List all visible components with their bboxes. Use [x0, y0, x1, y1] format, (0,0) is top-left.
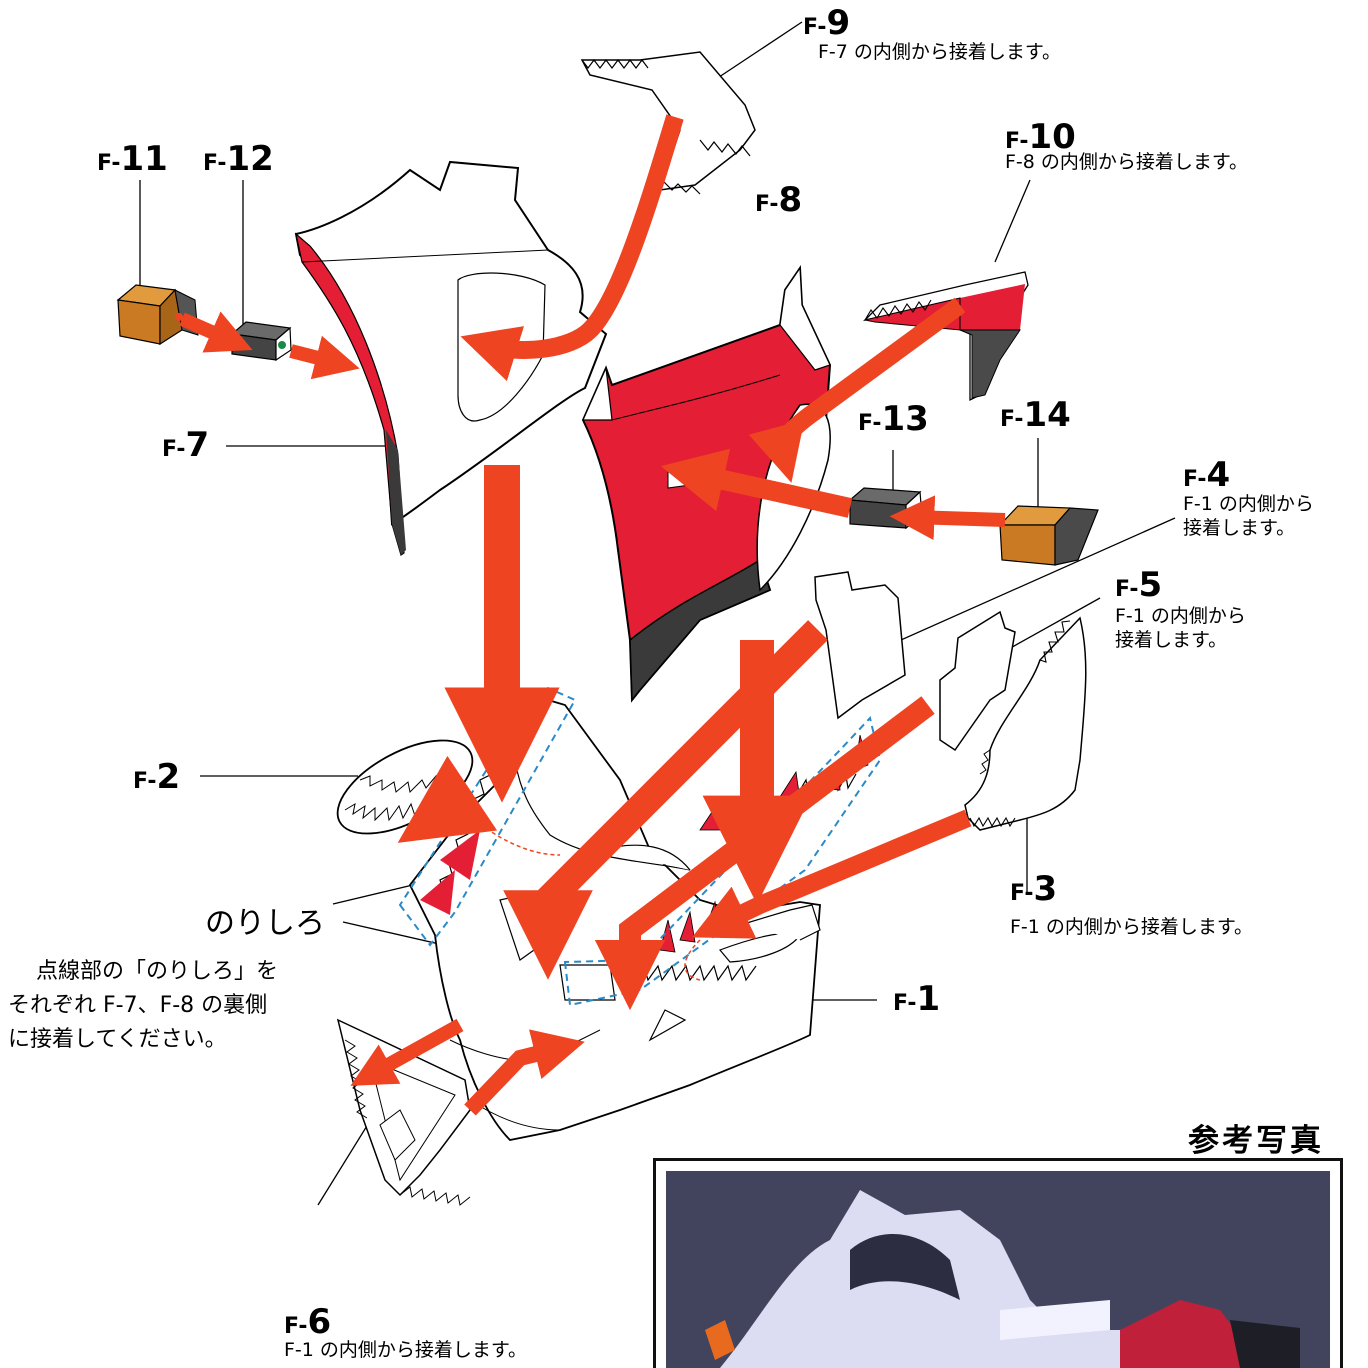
arrow-f6-to-f1-upper	[350, 1018, 464, 1086]
arrow-f6-to-f1-lower	[464, 1029, 585, 1116]
arrow-f10-to-f8	[748, 297, 966, 483]
part-f6	[336, 1018, 471, 1206]
note-f5-line2: 接着します。	[1115, 629, 1228, 651]
glue-instruction-line3: に接着してください。	[8, 1027, 227, 1052]
part-f11	[116, 284, 199, 346]
label-f6: F-6	[284, 1302, 332, 1342]
assembly-arrows	[179, 114, 1006, 1116]
label-f8: F-8	[755, 180, 803, 220]
arrow-f2-to-f1	[397, 755, 498, 843]
part-f10	[862, 271, 1029, 402]
note-f6: F-1 の内側から接着します。	[284, 1339, 528, 1361]
glue-instruction: 点線部の「のりしろ」を それぞれ F-7、F-8 の裏側 に接着してください。	[8, 955, 278, 1057]
part-f4	[814, 571, 906, 720]
reference-photo-frame	[653, 1158, 1343, 1368]
part-f13	[848, 487, 923, 530]
part-f14	[998, 505, 1099, 566]
hidden-path-arrows	[474, 819, 701, 981]
arrow-f9-to-f7	[460, 114, 684, 382]
label-f12: F-12	[203, 139, 274, 179]
note-f4-line2: 接着します。	[1183, 517, 1296, 539]
part-f9	[580, 51, 756, 195]
label-f2: F-2	[133, 757, 181, 797]
label-f9: F-9	[803, 3, 851, 43]
label-f5: F-5	[1115, 565, 1163, 605]
note-f5: F-1 の内側から 接着します。	[1115, 604, 1246, 652]
arrow-f12-to-f7	[289, 335, 360, 380]
glue-instruction-line2: それぞれ F-7、F-8 の裏側	[8, 993, 268, 1018]
note-f4-line1: F-1 の内側から	[1183, 493, 1314, 515]
label-f13: F-13	[858, 399, 929, 439]
label-f4: F-4	[1183, 455, 1231, 495]
part-f7	[294, 160, 608, 556]
dashed-arrow-left	[474, 819, 561, 856]
note-f5-line1: F-1 の内側から	[1115, 605, 1246, 627]
note-f3: F-1 の内側から接着します。	[1010, 916, 1254, 938]
label-f14: F-14	[1000, 395, 1071, 435]
dashed-arrow-right	[684, 939, 701, 981]
leader-f10	[994, 179, 1031, 263]
arrow-f5-to-f1	[594, 696, 935, 1011]
note-f9: F-7 の内側から接着します。	[818, 41, 1062, 63]
label-f3: F-3	[1010, 869, 1058, 909]
arrow-f14-to-f13	[889, 495, 1006, 541]
reference-photo-title: 参考写真	[1188, 1123, 1324, 1159]
label-f7: F-7	[162, 425, 210, 465]
label-f10: F-10	[1005, 117, 1076, 157]
arrow-f13-to-f8	[660, 448, 853, 518]
arrow-f4-to-f1	[503, 620, 828, 980]
leader-f4	[882, 517, 1176, 649]
glue-instruction-line1: 点線部の「のりしろ」を	[36, 959, 279, 984]
arrow-f3-to-f1	[691, 809, 972, 939]
part-f3	[964, 616, 1087, 831]
part-f12	[230, 321, 292, 362]
glue-tab-label: のりしろ	[205, 906, 325, 941]
part-f5	[939, 610, 1016, 752]
label-f11: F-11	[97, 139, 168, 179]
note-f10: F-8 の内側から接着します。	[1005, 151, 1249, 173]
reference-photo-model	[666, 1171, 1330, 1368]
arrow-f11-to-f12	[179, 311, 253, 353]
note-f4: F-1 の内側から 接着します。	[1183, 492, 1314, 540]
label-f1: F-1	[893, 979, 941, 1019]
